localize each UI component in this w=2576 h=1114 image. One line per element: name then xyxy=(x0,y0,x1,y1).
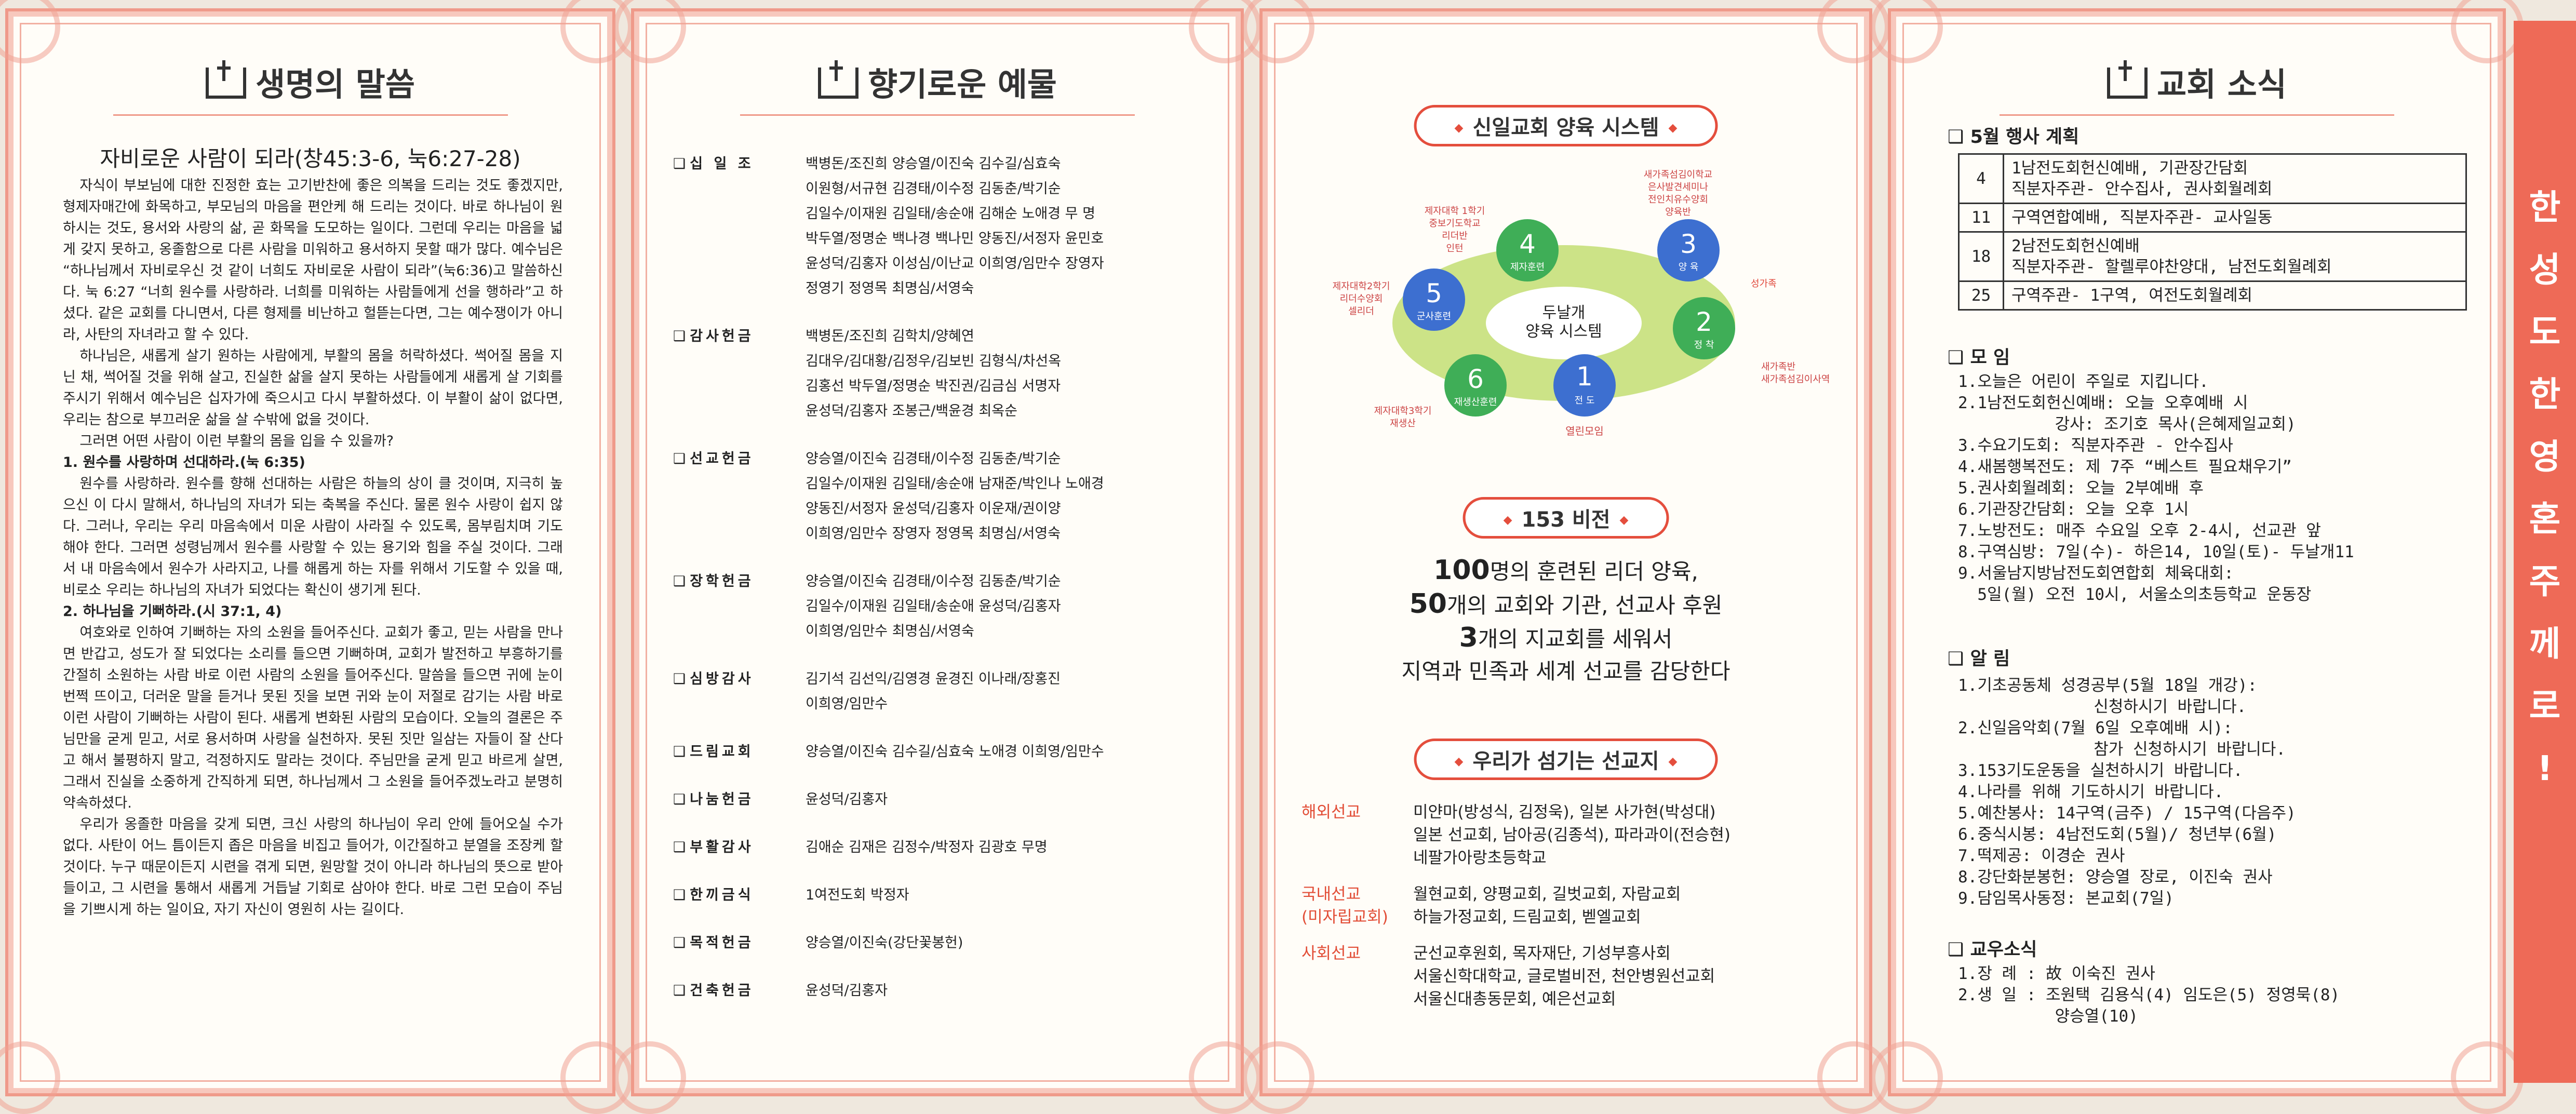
svg-text:성가족: 성가족 xyxy=(1751,278,1777,289)
panel-title: 향기로운 예물 xyxy=(634,58,1241,116)
bible-icon xyxy=(818,60,859,99)
panel-title: 교회 소식 xyxy=(1891,58,2503,116)
svg-text:제자대학3학기: 제자대학3학기 xyxy=(1374,406,1432,417)
notices-heading: 알 림 xyxy=(1948,644,2010,670)
system-title: 신일교회 양육 시스템 xyxy=(1414,105,1718,146)
notices-list: 1.기초공동체 성경공부(5월 18일 개강): 신청하시기 바랍니다. 2.신… xyxy=(1958,676,2296,908)
svg-text:리더수양회: 리더수양회 xyxy=(1340,293,1383,304)
svg-text:리더반: 리더반 xyxy=(1442,231,1468,241)
sermon-heading: 2. 하나님을 기뻐하라.(시 37:1, 4) xyxy=(63,603,282,620)
step-2-circle xyxy=(1673,297,1735,359)
sermon-body: 자식이 부보님에 대한 진정한 효는 고기반찬에 좋은 의복을 드리는 것도 좋… xyxy=(63,175,563,920)
paragraph: 여호와로 인하여 기뻐하는 자의 소원을 들어주신다. 교회가 좋고, 믿는 사… xyxy=(63,625,563,811)
svg-text:전 도: 전 도 xyxy=(1575,395,1595,406)
members-list: 1.장 례 : 故 이숙진 권사 2.생 일 : 조원택 김용식(4) 임도은(… xyxy=(1958,964,2340,1026)
svg-text:제자훈련: 제자훈련 xyxy=(1510,262,1545,273)
svg-text:은사발견세미나: 은사발견세미나 xyxy=(1648,182,1708,193)
svg-text:중보기도학교: 중보기도학교 xyxy=(1429,218,1480,229)
step-5-circle xyxy=(1403,269,1465,331)
svg-text:새가족섬김이사역: 새가족섬김이사역 xyxy=(1761,374,1830,385)
paragraph: 하나님은, 새롭게 살기 원하는 사람에게, 부활의 몸을 허락하셨다. 썩어질… xyxy=(63,348,563,428)
svg-text:양육 시스템: 양육 시스템 xyxy=(1525,323,1602,341)
step-3-circle xyxy=(1657,219,1720,281)
panel-vision: 신일교회 양육 시스템 두날개 양육 시스템 1 전 도 2 정 착 3 양 육 4 제… xyxy=(1242,0,1890,1114)
meetings-heading: 모 임 xyxy=(1948,343,2010,369)
svg-text:재생산: 재생산 xyxy=(1390,418,1416,429)
paragraph: 우리가 옹졸한 마음을 갖게 되면, 크신 사랑의 하나님이 우리 안에 들어오… xyxy=(63,816,563,918)
paragraph: 그러면 어떤 사람이 이런 부활의 몸을 입을 수 있을까? xyxy=(79,433,394,449)
meetings-list: 1.오늘은 어린이 주일로 지킵니다. 2.1남전도회헌신예배: 오늘 오후예배… xyxy=(1958,372,2354,604)
svg-text:정 착: 정 착 xyxy=(1694,340,1714,351)
svg-text:2: 2 xyxy=(1696,307,1712,337)
discipleship-diagram: 두날개 양육 시스템 1 전 도 2 정 착 3 양 육 4 제자훈련 5 군사훈련 6 재… xyxy=(1333,169,1830,437)
svg-text:5: 5 xyxy=(1426,278,1442,308)
banner-text: 한 성 도 한 영 혼 주 께 로 ! xyxy=(2529,187,2561,788)
members-heading: 교우소식 xyxy=(1948,935,2037,961)
step-circles: 1 전 도 2 정 착 3 양 육 4 제자훈련 5 군사훈련 6 재생산훈련 xyxy=(1403,219,1735,417)
vision-title: 153 비전 xyxy=(1463,497,1669,539)
panel-word-of-life: 생명의 말씀 자비로운 사람이 되라(창45:3-6, 눅6:27-28) 자식… xyxy=(0,0,633,1114)
mission-title: 우리가 섬기는 선교지 xyxy=(1414,739,1718,780)
step-1-note: 열린모임 xyxy=(1565,425,1604,437)
bible-icon xyxy=(2107,60,2148,99)
svg-text:제자대학 1학기: 제자대학 1학기 xyxy=(1425,206,1485,217)
svg-text:군사훈련: 군사훈련 xyxy=(1417,311,1451,322)
step-6-circle xyxy=(1444,354,1507,417)
svg-text:재생산훈련: 재생산훈련 xyxy=(1454,397,1497,408)
svg-text:4: 4 xyxy=(1519,229,1536,259)
mission-row: 국내선교 (미자립교회)월현교회, 양평교회, 길벗교회, 자람교회 하늘가정교… xyxy=(1302,885,1681,927)
svg-text:셀리더: 셀리더 xyxy=(1348,306,1374,317)
svg-text:제자대학2학기: 제자대학2학기 xyxy=(1333,281,1390,292)
svg-text:3: 3 xyxy=(1680,229,1697,259)
svg-text:인턴: 인턴 xyxy=(1446,243,1463,254)
events-heading: 5월 행사 계획 xyxy=(1948,122,2079,149)
paragraph: 자식이 부보님에 대한 진정한 효는 고기반찬에 좋은 의복을 드리는 것도 좋… xyxy=(63,178,563,343)
svg-text:새가족반: 새가족반 xyxy=(1761,361,1795,372)
step-1-circle xyxy=(1553,354,1616,417)
vision-lines: 100명의 훈련된 리더 양육, 50개의 교회와 기관, 선교사 후원 3개의… xyxy=(1401,555,1730,684)
bible-icon xyxy=(206,60,247,99)
vertical-banner: 한 성 도 한 영 혼 주 께 로 ! xyxy=(2514,21,2576,1083)
svg-text:양육반: 양육반 xyxy=(1665,207,1691,218)
step-1-num: 1 xyxy=(1576,361,1593,392)
svg-text:새가족섬김이학교: 새가족섬김이학교 xyxy=(1644,169,1712,180)
svg-text:6: 6 xyxy=(1467,364,1484,394)
panel-title: 생명의 말씀 xyxy=(8,58,612,116)
svg-text:양 육: 양 육 xyxy=(1679,262,1699,273)
sermon-heading: 1. 원수를 사랑하며 선대하라.(눅 6:35) xyxy=(63,454,305,471)
svg-text:전인치유수양회: 전인치유수양회 xyxy=(1648,194,1708,205)
sermon-title: 자비로운 사람이 되라(창45:3-6, 눅6:27-28) xyxy=(100,146,521,171)
step-4-circle xyxy=(1496,219,1559,281)
paragraph: 원수를 사랑하라. 원수를 향해 선대하는 사람은 하늘의 상이 클 것이며, … xyxy=(63,476,563,598)
center-label: 두날개 xyxy=(1542,304,1586,322)
